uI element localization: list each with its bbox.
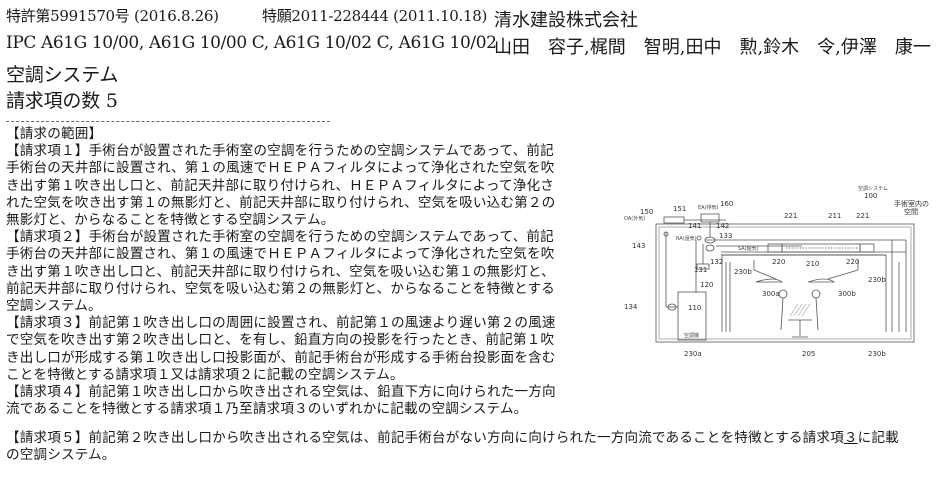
- fig-label-131: 131: [694, 266, 707, 274]
- fig-label-300b: 300b: [838, 290, 856, 298]
- patent-figure: 空調システム 100 手術室内の 空間 OA(外気) EA(排気) RA(還気)…: [606, 182, 944, 362]
- fig-label-220a: 220: [772, 258, 785, 266]
- fig-label-oa: OA(外気): [624, 215, 645, 222]
- claim-line: 【請求項１】手術台が設置された手術室の空調を行うための空調システムであって、前記: [6, 143, 554, 160]
- fig-label-133: 133: [719, 232, 732, 240]
- claims-heading: 【請求の範囲】: [6, 126, 103, 142]
- claim-line: 無影灯と、からなることを特徴とする空調システム。: [6, 212, 335, 229]
- fig-label-230b-1: 230b: [734, 268, 752, 276]
- claim-line: で空気を吹き出す第２吹き出し口と、を有し、鉛直方向の投影を行ったとき、前記第１吹: [6, 332, 555, 349]
- fig-label-230b-3: 230b: [868, 350, 886, 358]
- fig-label-143: 143: [632, 242, 645, 250]
- fig-label-100: 100: [864, 192, 877, 200]
- claim-line: ことを特徴とする請求項１又は請求項２に記載の空調システム。: [6, 366, 404, 383]
- applicant-company: 清水建設株式会社: [494, 10, 638, 31]
- claim-line: き出し口が形成する第１吹き出し口投影面が、前記手術台が形成する手術台投影面を含む: [6, 349, 556, 366]
- fig-label-system: 空調システム: [858, 185, 888, 192]
- fig-label-221b: 221: [856, 212, 869, 220]
- fig-label-room: 手術室内の: [894, 199, 929, 208]
- fig-label-ea: EA(排気): [698, 204, 719, 211]
- fig-label-110: 110: [688, 304, 701, 312]
- fig-label-221a: 221: [784, 212, 797, 220]
- fig-label-210: 210: [806, 260, 819, 268]
- claim-line: 前記天井部に取り付けられ、空気を吸い込む第２の無影灯と、からなることを特徴とする: [6, 280, 555, 297]
- application-number: 特願2011-228444 (2011.10.18): [262, 7, 488, 25]
- fig-label-230b-2: 230b: [868, 276, 886, 284]
- air-conditioning-system-diagram: 空調システム 100 手術室内の 空間 OA(外気) EA(排気) RA(還気)…: [624, 185, 929, 358]
- claim-line: 空調システム。: [6, 298, 102, 315]
- fig-label-141: 141: [688, 222, 701, 230]
- fig-label-160: 160: [720, 200, 733, 208]
- claim-line: 手術台の天井部に設置され、第１の風速でＨＥＰＡフィルタによって浄化された空気を吹: [6, 160, 555, 177]
- claim-line: 【請求項４】前記第１吹き出し口から吹き出される空気は、鉛直下方に向けられた一方向: [6, 384, 556, 401]
- claim-5-text: 【請求項５】前記第２吹き出し口から吹き出される空気は、前記手術台がない方向に向け…: [6, 430, 844, 446]
- claim-line: れた空気を吹き出す第１の無影灯と、前記天井部に取り付けられ、空気を吸い込む第２の: [6, 194, 556, 211]
- claim-5-line2: の空調システム。: [6, 447, 116, 464]
- separator-line: [6, 121, 330, 122]
- inventors: 山田 容子,梶間 智明,田中 勲,鈴木 令,伊澤 康一: [494, 37, 931, 58]
- claim-line: き出す第１吹き出し口と、前記天井部に取り付けられ、空気を吸い込む第１の無影灯と、: [6, 263, 555, 280]
- fig-label-151: 151: [673, 205, 686, 213]
- fig-label-211: 211: [828, 212, 841, 220]
- claim-line: 手術台の天井部に設置され、第１の風速でＨＥＰＡフィルタによって浄化された空気を吹: [6, 246, 555, 263]
- claim-count: 請求項の数 5: [6, 90, 118, 112]
- claims-section: 【請求の範囲】 【請求項１】手術台が設置された手術室の空調を行うための空調システ…: [6, 126, 606, 418]
- fig-label-300a: 300a: [762, 290, 780, 298]
- fig-label-room2: 空間: [904, 207, 918, 216]
- document-title: 空調システム: [6, 64, 119, 86]
- fig-label-ra: RA(還気): [676, 235, 697, 242]
- fig-label-150: 150: [640, 208, 653, 216]
- ipc-classification: IPC A61G 10/00, A61G 10/00 C, A61G 10/02…: [6, 33, 497, 53]
- fig-label-220b: 220: [846, 258, 859, 266]
- fig-label-132: 132: [710, 258, 723, 266]
- claim-reference: ３: [843, 430, 858, 446]
- patent-number: 特許第5991570号 (2016.8.26): [6, 7, 219, 25]
- fig-label-unit: 空調機: [684, 332, 699, 339]
- fig-label-134: 134: [624, 303, 638, 311]
- fig-label-142: 142: [716, 222, 729, 230]
- fig-label-205: 205: [802, 350, 815, 358]
- fig-label-230a: 230a: [684, 350, 702, 358]
- claim-5: 【請求項５】前記第２吹き出し口から吹き出される空気は、前記手術台がない方向に向け…: [6, 430, 946, 464]
- claim-5-text-end: に記載: [857, 430, 899, 446]
- fig-label-120: 120: [700, 281, 713, 289]
- claim-line: 流であることを特徴とする請求項１乃至請求項３のいずれかに記載の空調システム。: [6, 401, 528, 418]
- fig-label-sa: SA(給気): [738, 245, 759, 252]
- claim-line: き出す第１吹き出し口と、前記天井部に取り付けられ、ＨＥＰＡフィルタによって浄化さ: [6, 177, 554, 194]
- claim-line: 【請求項３】前記第１吹き出し口の周囲に設置され、前記第１の風速より遅い第２の風速: [6, 315, 556, 332]
- claim-line: 【請求項２】手術台が設置された手術室の空調を行うための空調システムであって、前記: [6, 229, 554, 246]
